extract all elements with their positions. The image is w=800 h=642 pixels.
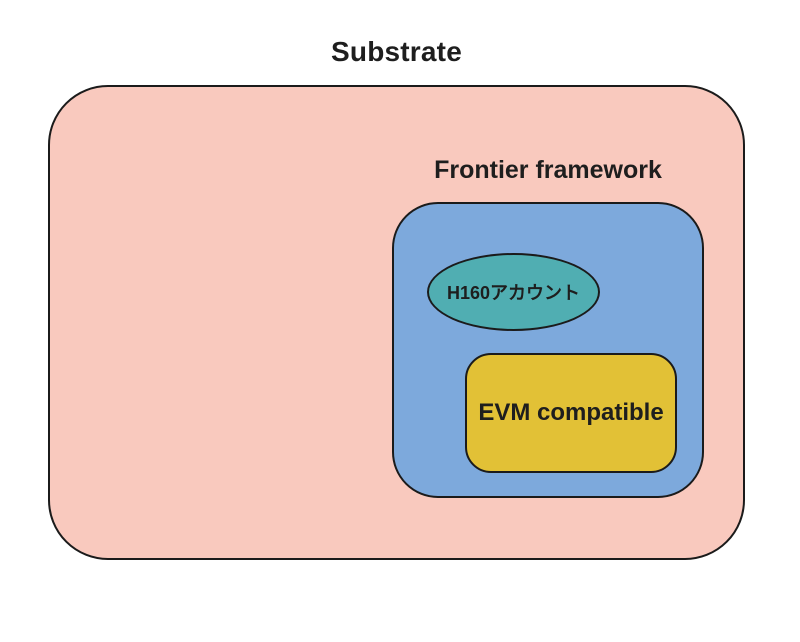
evm-compatible-label: EVM compatible xyxy=(478,399,664,426)
h160-account-ellipse: H160アカウント xyxy=(427,253,600,331)
diagram-title: Substrate xyxy=(331,36,462,67)
evm-compatible-box: EVM compatible xyxy=(465,353,677,473)
frontier-framework-label: Frontier framework xyxy=(434,156,662,184)
h160-account-label: H160アカウント xyxy=(446,283,581,303)
